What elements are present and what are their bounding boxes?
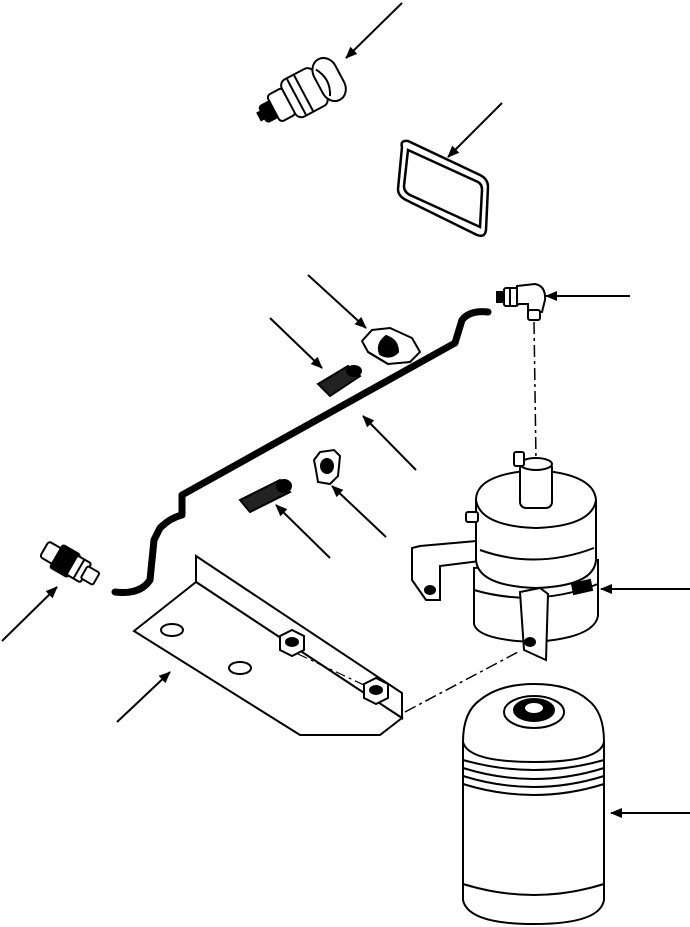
bracket-nut-upper xyxy=(279,628,305,658)
elbow-fitting xyxy=(496,282,547,321)
arrow-grommet-lower xyxy=(275,504,331,559)
arrow-gasket xyxy=(447,102,503,158)
mounting-bracket xyxy=(132,553,404,736)
arrow-mounting-bracket xyxy=(116,671,171,723)
arrow-grommet-upper xyxy=(269,317,323,369)
filter-element xyxy=(461,682,606,926)
arrow-clip-lower xyxy=(331,485,387,538)
bracket-nut-lower xyxy=(363,676,389,706)
clip-lower xyxy=(312,448,342,486)
arrow-sender-switch xyxy=(345,2,403,59)
sender-switch xyxy=(256,56,347,123)
filter-head xyxy=(411,451,599,662)
gasket xyxy=(396,139,490,238)
arrow-fuel-tube xyxy=(362,415,417,471)
arrow-connector-fitting xyxy=(1,586,58,642)
connector-fitting xyxy=(39,541,101,586)
grommet-lower xyxy=(238,478,292,514)
fuel-tube xyxy=(111,308,492,596)
centerline-bracket-to-filter xyxy=(404,651,519,713)
centerline-elbow-to-head xyxy=(533,321,537,461)
arrow-clip-upper xyxy=(307,274,367,329)
grommet-upper xyxy=(316,364,362,398)
clip-upper xyxy=(360,326,422,366)
